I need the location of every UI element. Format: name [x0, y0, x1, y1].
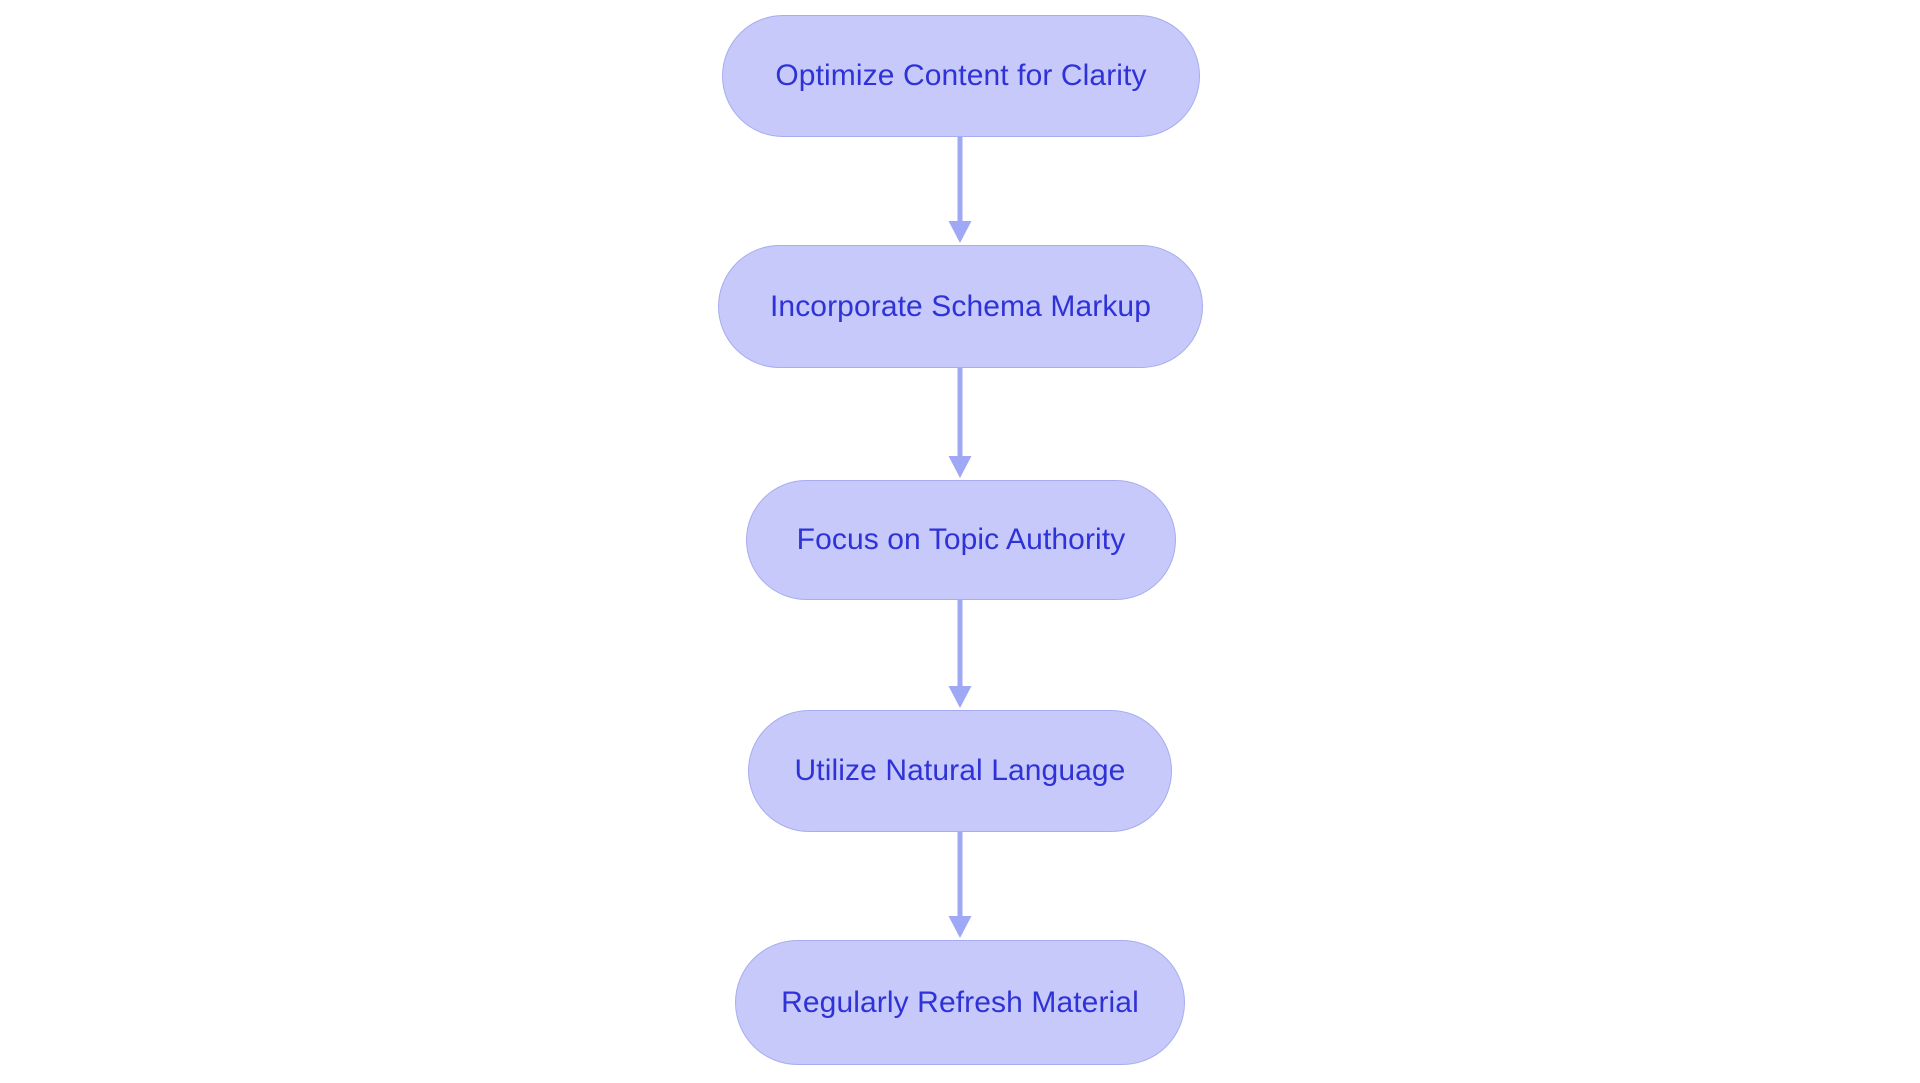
flowchart-connector-1	[948, 137, 972, 245]
flowchart-node-3[interactable]: Focus on Topic Authority	[746, 480, 1176, 600]
flowchart-connector-4	[948, 832, 972, 940]
down-arrow-icon	[948, 456, 972, 478]
flowchart-connector-2	[948, 368, 972, 480]
flowchart-node-2-label: Incorporate Schema Markup	[769, 289, 1151, 323]
down-arrow-icon	[948, 686, 972, 708]
flowchart-node-5-label: Regularly Refresh Material	[781, 985, 1139, 1019]
down-arrow-icon	[948, 916, 972, 938]
flowchart-node-1[interactable]: Optimize Content for Clarity	[722, 15, 1200, 137]
flowchart-node-2[interactable]: Incorporate Schema Markup	[718, 245, 1203, 368]
flowchart-node-1-label: Optimize Content for Clarity	[775, 59, 1147, 92]
flowchart-connector-3	[948, 600, 972, 710]
flowchart-node-5[interactable]: Regularly Refresh Material	[735, 940, 1185, 1065]
flowchart-node-4-label: Utilize Natural Language	[794, 754, 1126, 787]
flowchart-node-3-label: Focus on Topic Authority	[796, 523, 1126, 556]
down-arrow-icon	[948, 221, 972, 243]
flowchart-node-4[interactable]: Utilize Natural Language	[748, 710, 1172, 832]
